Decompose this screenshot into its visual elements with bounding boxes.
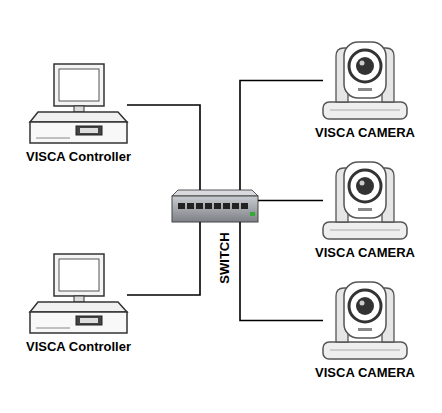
camera-icon (323, 162, 407, 239)
network-cable (127, 105, 200, 190)
camera-icon (323, 42, 407, 119)
controller-icon (30, 254, 127, 333)
network-cable (240, 81, 323, 191)
controller-icon (30, 64, 127, 143)
switch-icon (172, 190, 258, 222)
device-label: VISCA CAMERA (315, 245, 415, 261)
camera-node: VISCA CAMERA (323, 42, 407, 119)
network-cable (258, 200, 323, 202)
network-cable (127, 222, 200, 295)
controller-node: VISCA Controller (30, 254, 127, 333)
device-label: VISCA CAMERA (315, 365, 415, 381)
device-label: SWITCH (217, 232, 233, 283)
camera-node: VISCA CAMERA (323, 162, 407, 239)
camera-node: VISCA CAMERA (323, 282, 407, 359)
camera-icon (323, 282, 407, 359)
controller-node: VISCA Controller (30, 64, 127, 143)
device-label: VISCA CAMERA (315, 125, 415, 141)
network-cable (240, 222, 323, 321)
switch-node: SWITCH (172, 190, 258, 222)
device-label: VISCA Controller (26, 149, 131, 165)
device-label: VISCA Controller (26, 339, 131, 355)
